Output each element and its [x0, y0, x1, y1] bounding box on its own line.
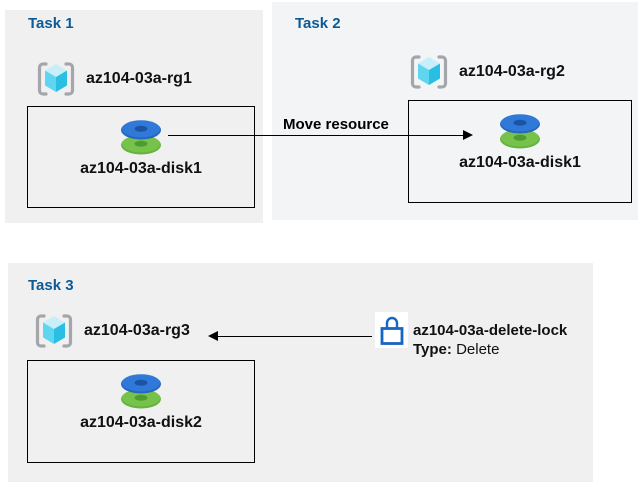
task2-disk-label: az104-03a-disk1 — [459, 154, 581, 171]
lock-icon — [380, 315, 404, 345]
task1-title: Task 1 — [28, 15, 74, 32]
task2-panel: Task 2 az104-03a-rg2 — [272, 2, 638, 220]
task3-disk-label: az104-03a-disk2 — [80, 414, 202, 431]
lock-arrow-head — [208, 331, 218, 341]
task2-resource-group: az104-03a-rg2 — [409, 54, 565, 90]
task3-resource-group: az104-03a-rg3 — [34, 313, 190, 349]
task2-title: Task 2 — [295, 15, 341, 32]
task2-resource-box: az104-03a-disk1 — [408, 100, 632, 203]
managed-disk-icon — [119, 373, 163, 409]
lock-arrow-line — [216, 336, 372, 337]
lock-type-label: Type: Delete — [413, 341, 500, 358]
task1-rg-label: az104-03a-rg1 — [86, 70, 192, 87]
task3-rg-label: az104-03a-rg3 — [84, 322, 190, 339]
task1-panel: Task 1 az104-03a-rg1 — [5, 10, 263, 223]
task1-disk-label: az104-03a-disk1 — [80, 160, 202, 177]
lock-label-block: az104-03a-delete-lock Type: Delete — [413, 321, 567, 359]
task1-resource-box: az104-03a-disk1 — [27, 106, 255, 208]
move-resource-arrow-head — [463, 130, 473, 140]
lock-name-label: az104-03a-delete-lock — [413, 322, 568, 339]
task2-rg-label: az104-03a-rg2 — [459, 63, 565, 80]
resource-group-icon — [409, 54, 449, 90]
move-resource-arrow-line — [168, 135, 464, 136]
task3-panel: Task 3 az104-03a-rg3 — [8, 263, 593, 482]
resource-group-icon — [36, 61, 76, 97]
task3-title: Task 3 — [28, 277, 74, 294]
managed-disk-icon — [119, 119, 163, 155]
lock-tile — [375, 312, 408, 348]
task1-resource-group: az104-03a-rg1 — [36, 61, 192, 97]
resource-group-icon — [34, 313, 74, 349]
move-resource-label: Move resource — [283, 116, 389, 133]
managed-disk-icon — [498, 113, 542, 149]
task3-resource-box: az104-03a-disk2 — [27, 360, 255, 463]
